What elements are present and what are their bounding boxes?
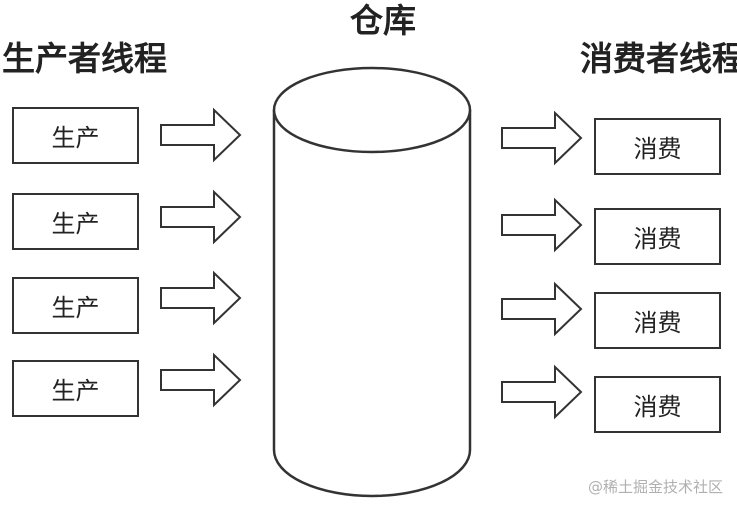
producer-arrow-2	[160, 189, 242, 245]
producer-arrow-4	[160, 352, 242, 408]
producer-arrow-1	[160, 107, 242, 163]
consumer-box-3: 消费	[594, 292, 721, 349]
producer-box-4: 生产	[12, 360, 139, 417]
consumer-box-2: 消费	[594, 208, 721, 265]
producer-box-3: 生产	[12, 277, 139, 334]
warehouse-cylinder	[272, 66, 472, 498]
producer-arrow-3	[160, 270, 242, 326]
consumer-arrow-1	[501, 110, 583, 166]
consumer-box-4: 消费	[594, 376, 721, 433]
consumer-arrow-4	[501, 364, 583, 420]
producer-heading: 生产者线程	[2, 39, 167, 78]
watermark: @稀土掘金技术社区	[587, 478, 723, 496]
warehouse-heading: 仓库	[350, 1, 416, 40]
consumer-arrow-3	[501, 281, 583, 337]
consumer-arrow-2	[501, 197, 583, 253]
consumer-heading: 消费者线程	[580, 39, 737, 78]
producer-box-1: 生产	[12, 107, 139, 164]
producer-box-2: 生产	[12, 193, 139, 250]
consumer-box-1: 消费	[594, 118, 721, 175]
